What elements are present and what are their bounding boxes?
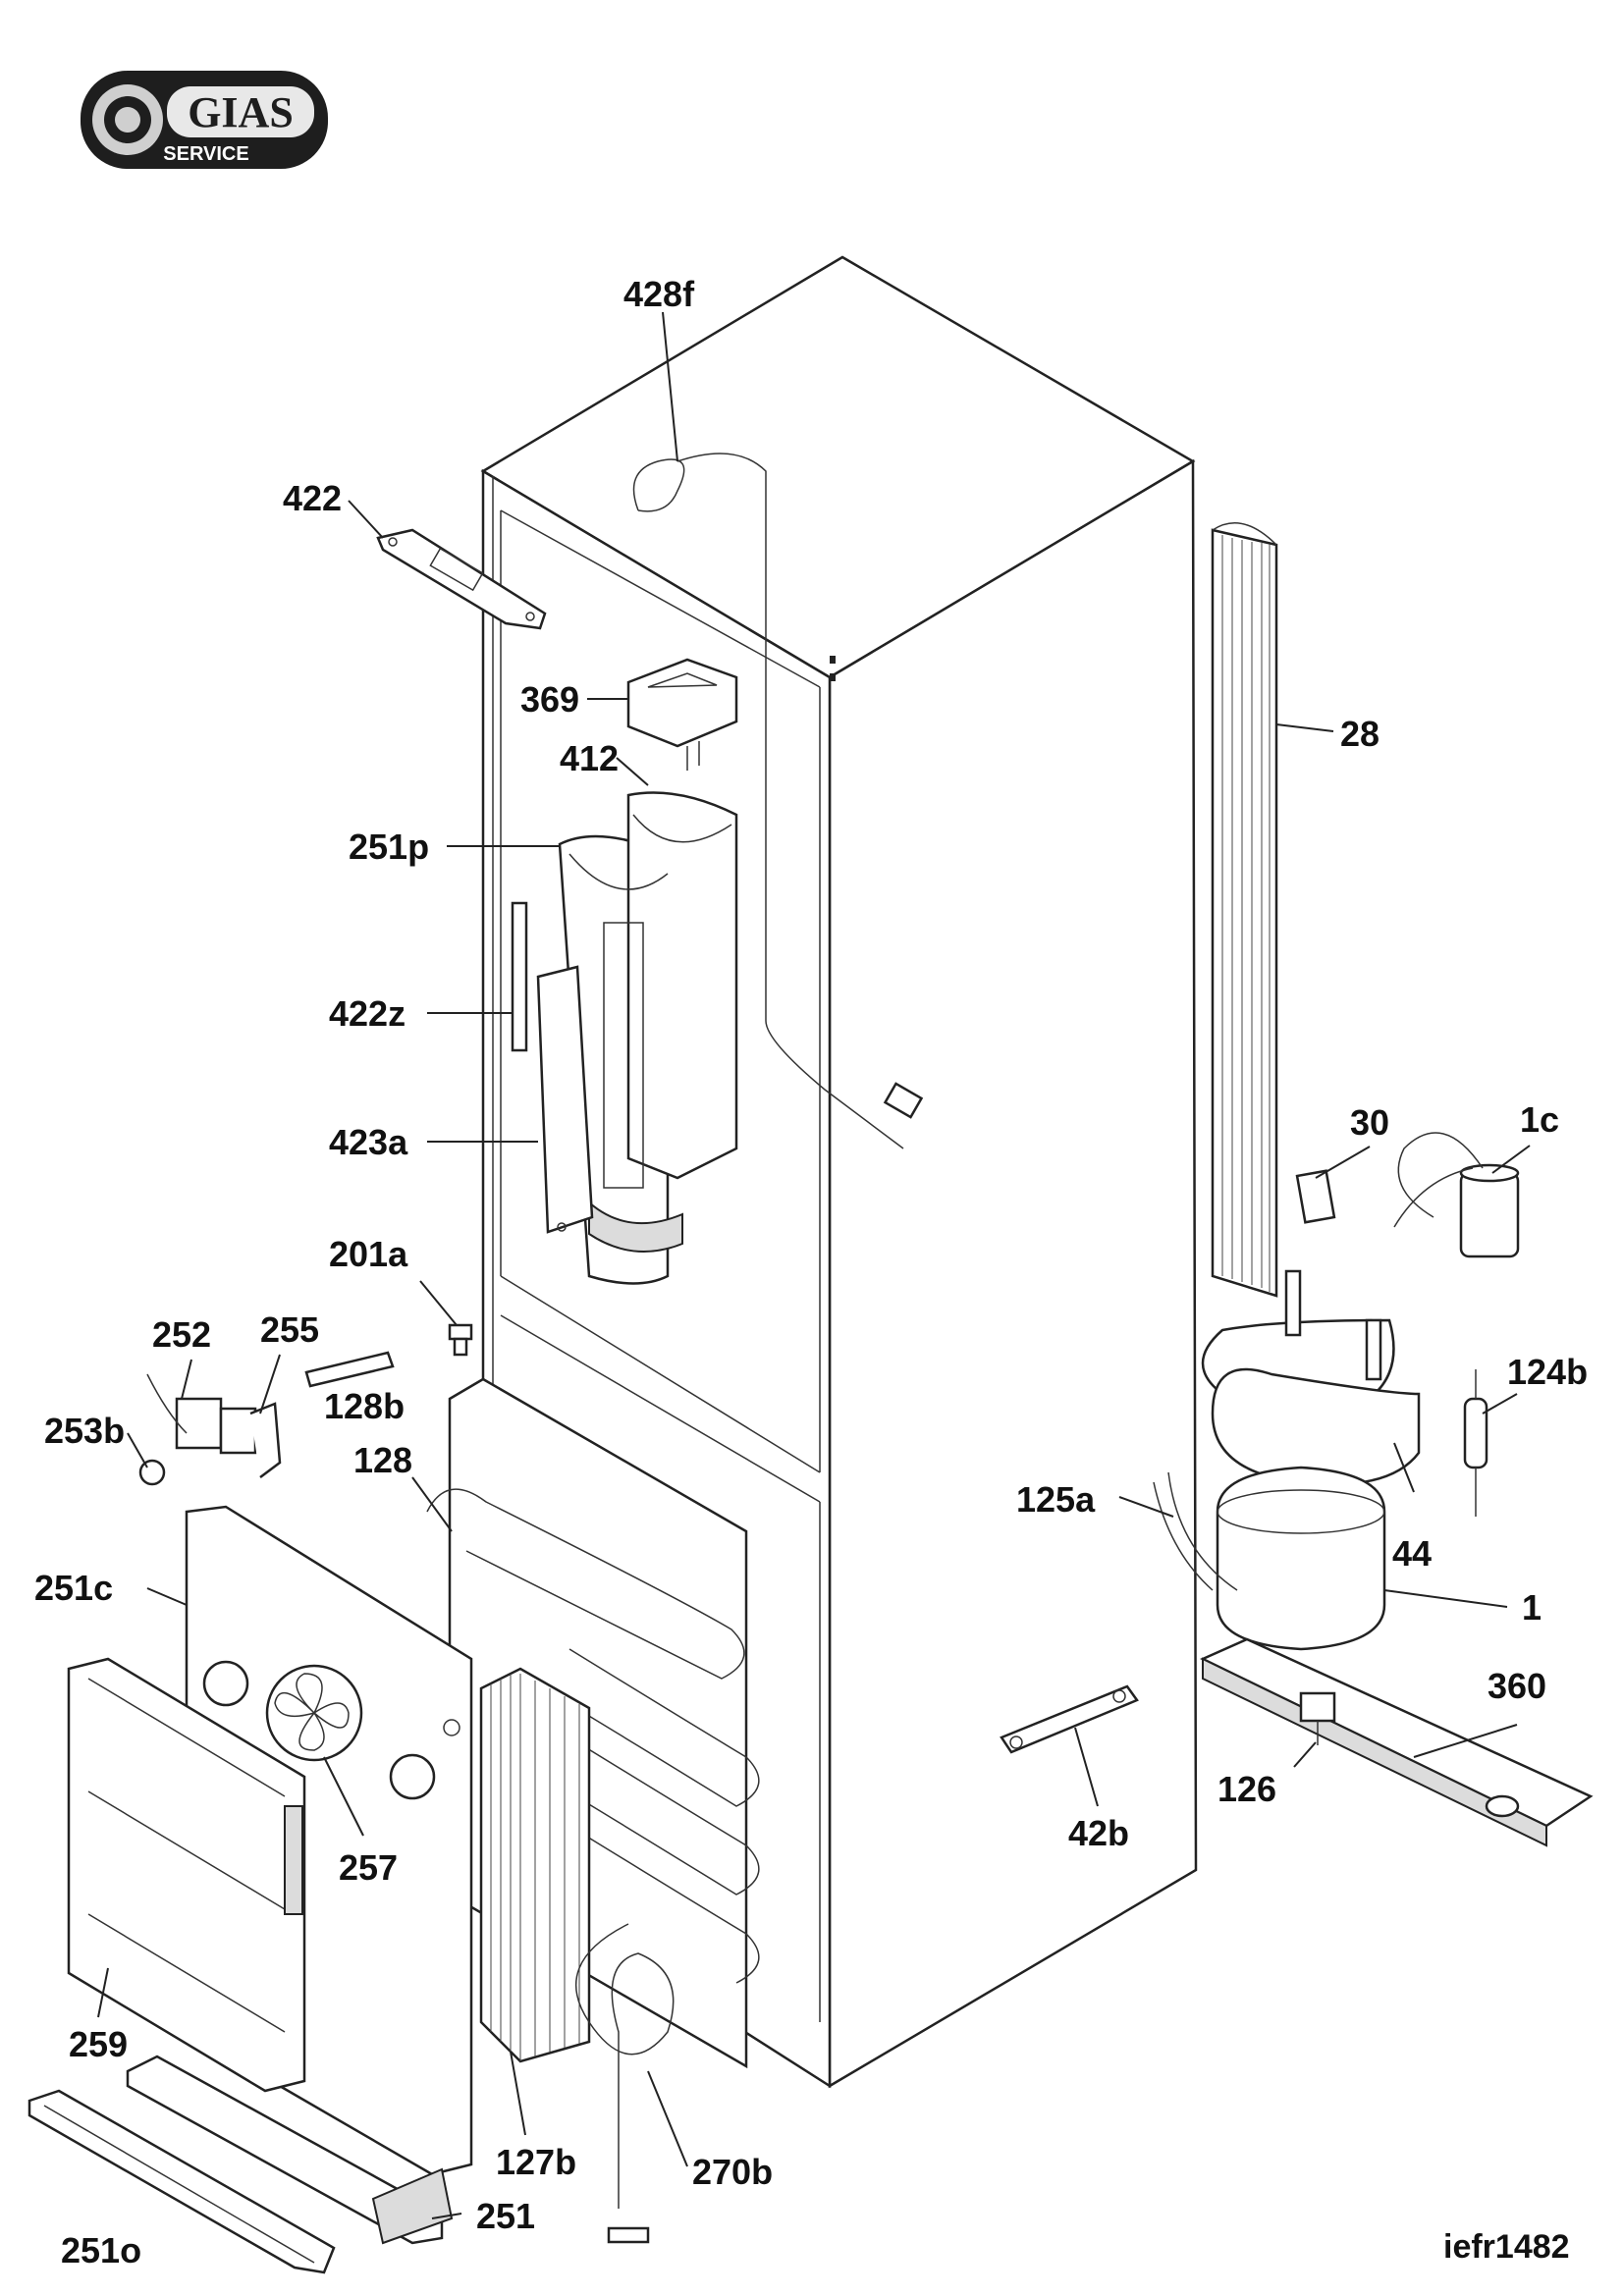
filter-124b	[1463, 1369, 1488, 1517]
document-code: iefr1482	[1443, 2228, 1570, 2266]
callout-labels: 428f 422 369 412 28 251p 422z 423a 30 1c…	[34, 274, 1588, 2270]
callout-201a: 201a	[329, 1234, 408, 1274]
callout-126: 126	[1217, 1769, 1276, 1809]
bracket-422	[376, 528, 547, 630]
part-422z	[511, 901, 528, 1052]
panel-259	[67, 1657, 306, 2093]
callout-125a: 125a	[1016, 1479, 1096, 1520]
callout-128: 128	[353, 1440, 412, 1480]
callout-422: 422	[283, 478, 342, 518]
callout-251p: 251p	[349, 827, 429, 867]
trim-251o	[27, 2089, 336, 2274]
callout-251o: 251o	[61, 2230, 141, 2270]
callout-42b: 42b	[1068, 1813, 1129, 1853]
callout-251c: 251c	[34, 1568, 113, 1608]
part-369	[626, 658, 738, 771]
screw-201a	[448, 1323, 473, 1357]
bottom-piece-251	[126, 2055, 454, 2245]
callout-369: 369	[520, 679, 579, 720]
callout-428f: 428f	[623, 274, 695, 314]
callout-270b: 270b	[692, 2152, 773, 2192]
compressor-tray-44	[1201, 1269, 1421, 1486]
bracket-42b	[1000, 1684, 1139, 1754]
callout-360: 360	[1488, 1666, 1546, 1706]
callout-124b: 124b	[1507, 1352, 1588, 1392]
foot-126	[1299, 1691, 1336, 1745]
base-rail-360	[1200, 1637, 1594, 1847]
callout-252: 252	[152, 1314, 211, 1355]
callout-128b: 128b	[324, 1386, 405, 1426]
callout-1: 1	[1522, 1587, 1542, 1628]
condenser-grid-28	[1211, 522, 1278, 1298]
heater-cable-270b	[574, 1923, 675, 2244]
callout-30: 30	[1350, 1102, 1389, 1143]
fin-block-127b	[479, 1667, 591, 2063]
part-30	[1295, 1169, 1336, 1224]
callout-253b: 253b	[44, 1411, 125, 1451]
fan-257	[265, 1664, 363, 1762]
panel-423a	[536, 965, 594, 1234]
callout-423a: 423a	[329, 1122, 408, 1162]
leader-lines	[97, 311, 1531, 2219]
thermostat-assembly-252	[138, 1373, 282, 1486]
callout-1c: 1c	[1520, 1099, 1559, 1140]
callout-257: 257	[339, 1847, 398, 1888]
capacitor-1c	[1393, 1132, 1520, 1258]
callout-28: 28	[1340, 714, 1380, 754]
callout-255: 255	[260, 1309, 319, 1350]
callout-251: 251	[476, 2196, 535, 2236]
callout-422z: 422z	[329, 993, 406, 1034]
callout-127b: 127b	[496, 2142, 576, 2182]
strip-128b	[304, 1351, 395, 1388]
logo-brand: GIAS	[188, 88, 294, 136]
logo-subtitle: SERVICE	[163, 143, 248, 165]
top-cable-428f	[632, 453, 924, 1149]
gias-service-logo: GIAS SERVICE	[81, 71, 328, 169]
callout-259: 259	[69, 2024, 128, 2064]
callout-412: 412	[560, 738, 619, 778]
callout-44: 44	[1392, 1533, 1432, 1574]
